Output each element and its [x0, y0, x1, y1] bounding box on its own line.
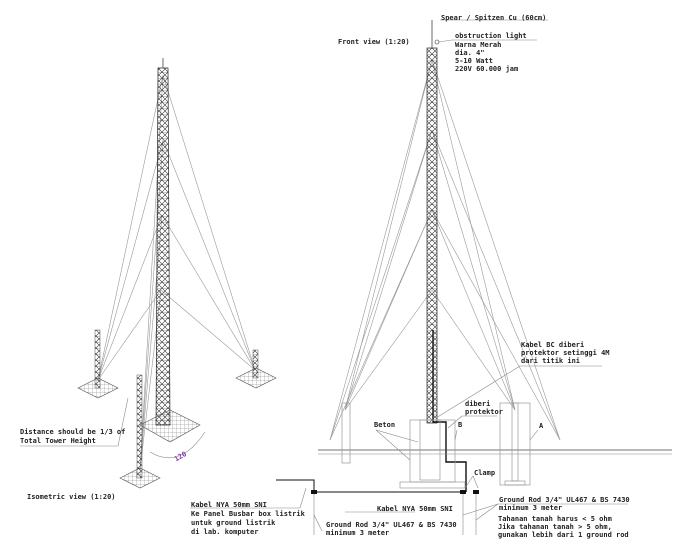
front-view: Front view (1:20): [190, 14, 672, 539]
isometric-anchor-bottom: [119, 374, 161, 489]
isometric-view-label: Isometric view (1:20): [27, 493, 116, 501]
clamp-left: [311, 490, 317, 494]
distance-note-line-1: Distance should be 1/3 of: [20, 428, 125, 436]
isometric-mast: [155, 67, 171, 426]
resistance-note-line-3: gunakan lebih dari 1 ground rod: [498, 531, 629, 539]
ground-rod-left-line-1: Ground Rod 3/4" UL467 & BS 7430: [326, 521, 457, 529]
protektor-note-line-2: protektor: [465, 408, 503, 416]
front-view-label: Front view (1:20): [338, 38, 410, 46]
ground-rod-right-line-1: Ground Rod 3/4" UL467 & BS 7430: [499, 496, 630, 504]
ground-rod-left-line-2: minimum 3 meter: [326, 529, 389, 537]
panel-note-line-1: Kabel NYA 50mm SNI: [191, 501, 267, 509]
anchor-foundation-a: [499, 402, 531, 486]
protektor-note-line-1: diberi: [465, 400, 490, 408]
clamp-label: Clamp: [474, 469, 495, 477]
obstruction-light-line-2: Warna Merah: [455, 41, 501, 49]
panel-note-line-3: untuk ground listrik: [191, 519, 276, 527]
center-foundation-beton: [399, 419, 466, 489]
spear-label: Spear / Spitzen Cu (60cm): [441, 14, 546, 22]
anchor-foundation-left: [341, 402, 351, 464]
isometric-anchor-left: [77, 329, 119, 399]
clamp-right-1: [460, 490, 466, 494]
panel-note-line-4: di lab. komputer: [191, 528, 258, 536]
kabel-bc-note-line-1: Kabel BC diberi: [521, 341, 584, 349]
label-b: B: [458, 421, 462, 429]
clamp-right-2: [473, 490, 479, 494]
distance-leader: [20, 397, 129, 447]
panel-note-line-2: Ke Panel Busbar box listrik: [191, 510, 306, 518]
obstruction-light-line-3: dia. 4": [455, 49, 485, 57]
kabel-nya-label: Kabel NYA 50mm SNI: [377, 505, 453, 513]
obstruction-light-line-1: obstruction light: [455, 32, 527, 40]
beton-label: Beton: [374, 421, 395, 429]
leader-lines: [190, 19, 628, 532]
front-guy-wires: [329, 59, 561, 441]
distance-note-line-2: Total Tower Height: [20, 437, 96, 445]
isometric-view: 120 Distance should be 1/3 of Total Towe…: [20, 58, 277, 501]
angle-arc: [149, 431, 206, 459]
ground-rod-right-line-2: minimum 3 meter: [499, 504, 562, 512]
resistance-note-line-2: Jika tahanan tanah > 5 ohm,: [498, 523, 612, 531]
kabel-nya-cable: [276, 479, 466, 493]
down-conductor-cable: [432, 330, 467, 492]
angle-label: 120: [173, 450, 188, 463]
kabel-bc-note-line-3: dari titik ini: [521, 357, 580, 365]
resistance-note-line-1: Tahanan tanah harus < 5 ohm: [498, 515, 612, 523]
obstruction-light-line-4: 5-10 Watt: [455, 57, 493, 65]
front-mast: [426, 47, 438, 424]
isometric-guy-wires: [97, 74, 256, 471]
isometric-anchor-right: [235, 349, 277, 389]
kabel-bc-note-line-2: protektor setinggi 4M: [521, 349, 610, 357]
obstruction-light-line-5: 220V 60.000 jam: [455, 65, 518, 73]
label-a: A: [539, 422, 544, 430]
